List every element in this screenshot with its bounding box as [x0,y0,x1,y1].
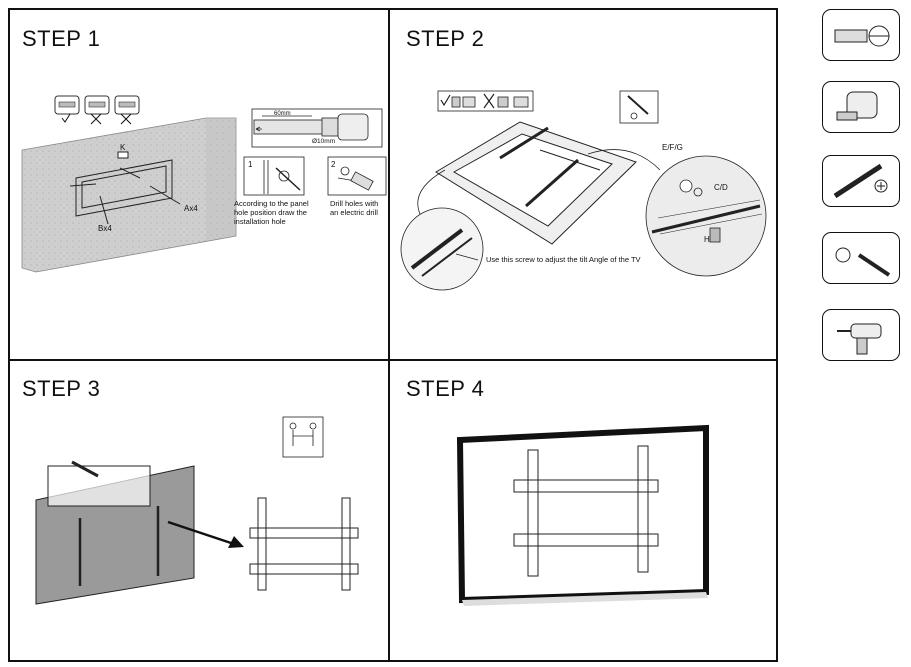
caption-drill-holes: Drill holes with an electric drill [330,199,379,217]
step-3-illustration [35,416,359,605]
grid-divider-vertical [388,8,390,662]
phillips-screwdriver-icon [833,163,888,199]
step-2-illustration [400,90,767,291]
direction-arrow [167,520,244,548]
tool-level [822,9,900,61]
tool-tape-measure [822,81,900,133]
steps-grid [8,8,778,662]
panel-1-number: 1 [248,160,253,169]
label-efg: E/F/G [662,143,683,152]
tv-laid-flat [435,121,637,245]
panel-2-number: 2 [331,160,336,169]
wall-plate-drawing [69,151,181,225]
mark-holes-diagram [243,156,305,196]
level-icon [834,25,890,47]
step-2-title: STEP 2 [406,26,485,51]
grid-divider-horizontal [8,359,778,361]
mount-bracket-closeup [249,497,359,591]
drill-depth-diagram [251,108,383,148]
tool-screwdriver [822,155,900,207]
label-h: H [704,235,710,244]
drill-depth-label: 60mm [274,111,291,117]
drill-holes-diagram [327,156,387,196]
level-check-icons [54,95,140,125]
mount-bracket-mounted [513,445,659,577]
tape-measure-icon [836,91,878,121]
drill-diameter-label: Ø10mm [312,138,336,145]
step-1-title: STEP 1 [22,26,101,51]
bolt-check-icons [437,90,534,112]
label-a: Ax4 [184,204,198,213]
step-1-wall-illustration [21,95,387,273]
tv-mounted-frame [456,424,709,606]
two-person-lift-icon [282,416,324,458]
tilt-screw-caption: Use this screw to adjust the tilt Angle … [486,255,641,264]
tool-pencil [822,232,900,284]
tilt-screw-callout [400,169,484,291]
tv-hanging-on-wall [35,460,195,605]
electric-drill-icon [837,323,882,355]
bolt-detail-callout [587,149,767,277]
concrete-wall [21,117,237,273]
tool-drill [822,309,900,361]
screwdriver-small-icon [619,90,659,124]
step-3-title: STEP 3 [22,376,101,401]
caption-mark-holes: According to the panel hole position dra… [234,199,309,226]
label-k: K [120,143,126,152]
label-b: Bx4 [98,224,112,233]
step-4-illustration [456,424,709,606]
pencil-icon [835,247,891,277]
step-4-title: STEP 4 [406,376,485,401]
label-cd: C/D [714,183,728,192]
